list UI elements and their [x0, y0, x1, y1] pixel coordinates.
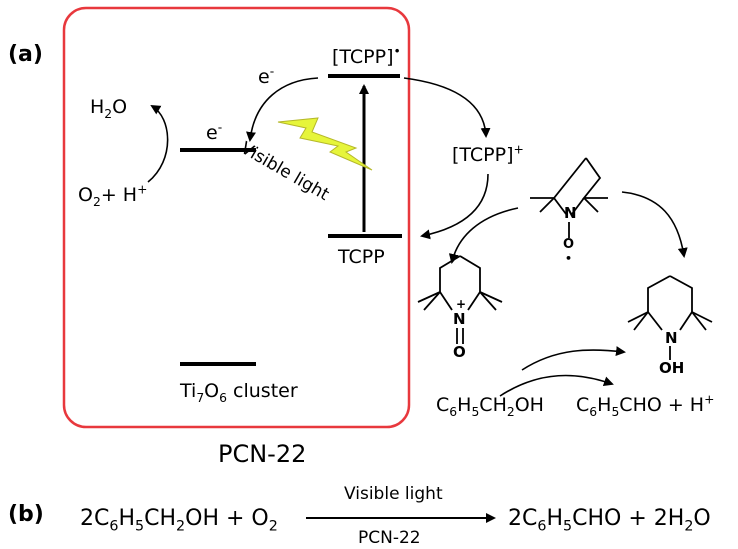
electron-transfer-arrow [246, 77, 319, 142]
tempo-structure [530, 157, 608, 238]
lightning-bolt-icon [277, 117, 373, 171]
tcpp-cation-label: [TCPP]+ [452, 142, 524, 166]
tempo-reduction-arrow [621, 191, 688, 258]
tempo-oxygen: O [563, 237, 575, 252]
oxygen-reduction-arrow [147, 104, 169, 183]
regeneration-arrow [420, 173, 489, 240]
tcpp-label: TCPP [338, 246, 385, 268]
oxoammonium-reduction-arrow [521, 346, 626, 371]
oxoammonium-oxygen: O [453, 343, 466, 361]
benzyl-alcohol-label: C6H5CH2OH [436, 394, 544, 419]
oxoammonium-structure [417, 255, 503, 344]
oxidation-arrow [403, 77, 491, 138]
tempo-oxidation-arrow [448, 207, 519, 264]
overall-reactants: 2C6H5CH2OH + O2 [80, 506, 278, 535]
benzaldehyde-label: C6H5CHO + H+ [576, 392, 715, 419]
panel-b-label: (b) [8, 502, 44, 527]
tempo-radical-dot: • [565, 252, 573, 265]
pcn22-title: PCN-22 [218, 440, 307, 468]
oxoammonium-plus: + [456, 297, 467, 311]
tcpp-radical-label: [TCPP]• [332, 44, 401, 68]
hydroxylamine-nitrogen: N [665, 329, 678, 347]
water-label: H2O [90, 96, 128, 121]
overall-products: 2C6H5CHO + 2H2O [508, 506, 711, 535]
electron-transfer-label: e- [258, 64, 275, 88]
alcohol-oxidation-arrow [499, 374, 614, 397]
overall-arrow-condition: Visible light [344, 484, 443, 504]
oxygen-proton-label: O2+ H+ [78, 182, 148, 209]
cluster-label: Ti7O6 cluster [180, 380, 298, 405]
pcn22-box [62, 6, 411, 429]
hydroxylamine-hydroxyl: OH [659, 359, 685, 377]
tempo-nitrogen: N [564, 204, 577, 222]
hydroxylamine-structure [627, 275, 713, 360]
panel-a-label: (a) [8, 42, 43, 67]
oxoammonium-nitrogen: N [453, 310, 466, 328]
mid-electron-label: e- [206, 120, 223, 144]
overall-arrow-catalyst: PCN-22 [358, 528, 421, 548]
